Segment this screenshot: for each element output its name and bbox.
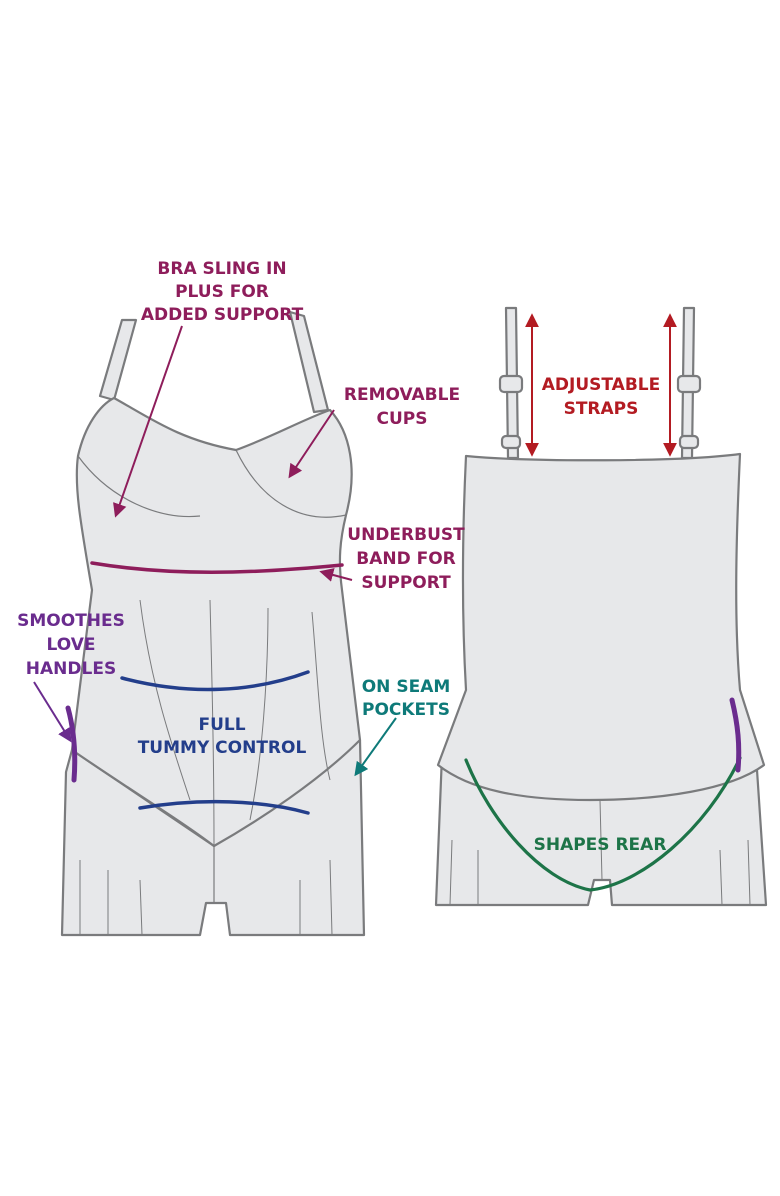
shapes-rear-label: SHAPES REAR [534,835,667,855]
shapes-rear-line [464,756,742,892]
removable-cups-label: REMOVABLE CUPS [344,385,460,429]
underbust-band-label: UNDERBUST BAND FOR SUPPORT [347,525,465,593]
tummy-control-line-upper [120,670,310,692]
love-handles-line [65,705,78,783]
back-left-ring [500,434,522,450]
love-handles-line-1: SMOOTHES [17,611,125,631]
bra-sling-line-2: PLUS FOR [175,282,269,302]
front-cup-seam [77,455,201,518]
underbust-band-line [90,561,344,574]
love-handles-label: SMOOTHES LOVE HANDLES [17,611,125,679]
back-hem-pleat [449,799,751,906]
seam-pockets-line-1: ON SEAM [362,677,451,697]
tummy-line-1: FULL [198,715,245,735]
front-cup-seam-2 [235,449,347,518]
front-drape-line-3 [249,607,269,821]
tummy-control-label: FULL TUMMY CONTROL [138,715,307,758]
back-love-handles-line [729,697,742,773]
tummy-line-2: TUMMY CONTROL [138,738,307,758]
front-drape-line [139,599,191,801]
front-left-strap [98,318,138,402]
back-right-ring [678,434,700,450]
removable-cups-line-1: REMOVABLE [344,385,460,405]
underbust-line-1: UNDERBUST [347,525,465,545]
bra-sling-label: BRA SLING IN PLUS FOR ADDED SUPPORT [141,259,304,325]
seam-pockets-label: ON SEAM POCKETS [362,677,451,720]
front-drape-line-2 [209,599,215,847]
tummy-control-line-lower [138,799,310,815]
front-right-strap [288,310,330,414]
back-garment [434,306,768,907]
straps-line-2: STRAPS [564,399,639,419]
front-camisole [70,396,362,848]
front-hem-pleat [79,859,333,936]
underbust-line-2: BAND FOR [356,549,456,569]
love-handles-line-3: HANDLES [26,659,116,679]
seam-pockets-arrow [354,717,397,777]
love-handles-line-2: LOVE [47,635,96,655]
removable-cups-arrow [288,409,335,479]
bra-sling-line-1: BRA SLING IN [157,259,286,279]
bra-sling-line-3: ADDED SUPPORT [141,305,304,325]
underbust-line-3: SUPPORT [361,573,451,593]
bra-sling-arrow [113,325,183,518]
front-garment [60,310,366,937]
back-right-slider [676,374,702,394]
front-drape-line-4 [311,611,331,781]
underbust-band-arrow [319,568,353,582]
adjustable-straps-label: ADJUSTABLE STRAPS [542,375,660,419]
love-handles-arrow [33,681,72,743]
back-left-slider [498,374,524,394]
straps-line-1: ADJUSTABLE [542,375,660,395]
removable-cups-line-2: CUPS [377,409,428,429]
back-camisole [436,452,766,802]
seam-pockets-line-2: POCKETS [362,700,450,720]
